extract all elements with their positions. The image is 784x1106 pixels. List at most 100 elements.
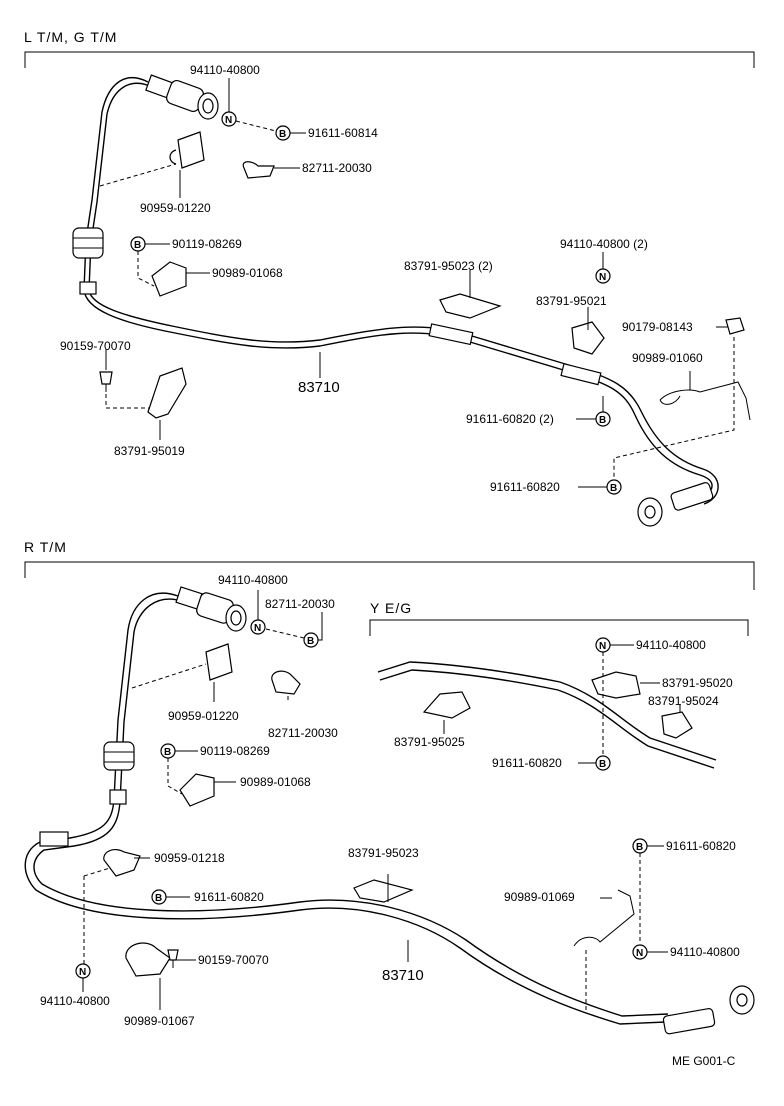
label-82711-20030-bottom-2: 82711-20030 [268, 726, 338, 740]
label-90989-01069-bottom: 90989-01069 [504, 890, 575, 904]
bracket-90989-01069-bottom [573, 889, 635, 947]
footer-code: ME G001-C [672, 1054, 736, 1068]
clamp-83791-95020-sub [591, 671, 641, 699]
label-83710-top: 83710 [298, 379, 340, 396]
svg-text:B: B [599, 415, 606, 426]
label-83791-95024-sub: 83791-95024 [648, 694, 719, 708]
clip-83791-95023-bottom [353, 879, 414, 903]
bracket-83791-95019-top [147, 367, 187, 419]
sleeve-top-right [560, 363, 602, 386]
label-90959-01218-bottom: 90959-01218 [154, 851, 225, 865]
label-82711-20030-top: 82711-20030 [302, 161, 372, 175]
leader-lines-bottom [82, 590, 668, 1010]
cable-connector-bottom-lower [662, 985, 755, 1035]
sleeve-top [79, 281, 97, 295]
label-90989-01060-top: 90989-01060 [632, 351, 703, 365]
section-bracket-top [24, 51, 755, 68]
svg-text:N: N [599, 641, 606, 652]
label-91611-60820-2-top: 91611-60820 (2) [466, 412, 554, 426]
cable-sub-edge [379, 669, 715, 769]
label-83791-95020-sub: 83791-95020 [662, 676, 733, 690]
bracket-90989-01060-top [659, 381, 751, 421]
svg-text:B: B [279, 129, 286, 140]
svg-text:N: N [599, 272, 606, 283]
svg-text:B: B [610, 483, 617, 494]
section-title-bottom: R T/M [24, 539, 67, 555]
svg-text:N: N [636, 948, 643, 959]
svg-text:N: N [79, 967, 86, 978]
label-94110-40800-bottom: 94110-40800 [218, 573, 288, 587]
marker-b-bottom-2: B [160, 743, 176, 759]
svg-text:B: B [164, 747, 171, 758]
marker-n-bottom-3: N [632, 944, 648, 960]
clamp-83791-95021-top [571, 321, 605, 355]
marker-b-sub-1: B [595, 755, 611, 771]
bracket-90989-01068-bottom [179, 773, 215, 807]
svg-text:N: N [254, 623, 261, 634]
sleeve-bottom-left [39, 831, 69, 847]
svg-text:B: B [155, 893, 162, 904]
label-94110-40800-sub: 94110-40800 [636, 638, 706, 652]
label-94110-40800-2-top: 94110-40800 (2) [560, 237, 648, 251]
leader-lines-sub [443, 644, 681, 764]
cable-bottom-edge [33, 598, 669, 1017]
marker-n-sub-1: N [595, 637, 611, 653]
label-94110-40800-bottom-2: 94110-40800 [40, 994, 110, 1008]
label-90179-08143-top: 90179-08143 [622, 320, 693, 334]
grommet-bottom [103, 741, 135, 771]
label-83791-95021-top: 83791-95021 [536, 294, 607, 308]
marker-b-top-3: B [595, 411, 611, 427]
label-90159-70070-top: 90159-70070 [60, 339, 131, 353]
cable-connector-bottom-upper [175, 586, 247, 632]
section-bracket-bottom [24, 561, 755, 590]
cable-sub [377, 661, 717, 761]
marker-b-top-4: B [606, 479, 622, 495]
marker-n-bottom-2: N [75, 963, 91, 979]
clamp-90959-01218-bottom [103, 848, 141, 877]
section-bracket-sub [369, 619, 749, 636]
section-title-top: L T/M, G T/M [24, 29, 117, 45]
clamp-90959-01220-top [169, 131, 205, 169]
label-91611-60820-bottom-1: 91611-60820 [194, 890, 264, 904]
screw-90159-70070-bottom [167, 949, 179, 968]
label-90959-01220-top: 90959-01220 [140, 201, 211, 215]
section-title-sub: Y E/G [370, 600, 412, 616]
clip-82711-20030-top [242, 161, 275, 179]
clip-83791-95023-top [439, 293, 502, 319]
label-83791-95023-bottom: 83791-95023 [348, 846, 419, 860]
label-91611-60820-sub: 91611-60820 [492, 756, 562, 770]
sleeve-bottom [109, 789, 127, 805]
label-90989-01068-bottom: 90989-01068 [240, 775, 311, 789]
svg-text:B: B [307, 636, 314, 647]
clamp-90989-01067-bottom [125, 942, 171, 977]
marker-b-top-2: B [130, 236, 146, 252]
svg-text:N: N [225, 115, 232, 126]
label-83710-bottom: 83710 [382, 967, 424, 984]
marker-b-bottom-3: B [151, 889, 167, 905]
label-90119-08269-top: 90119-08269 [172, 237, 242, 251]
marker-n-top-2: N [595, 268, 611, 284]
leader-lines-top [105, 78, 728, 488]
label-91611-60814-top: 91611-60814 [308, 126, 378, 140]
label-90989-01068-top: 90989-01068 [212, 266, 283, 280]
svg-text:B: B [134, 240, 141, 251]
label-90989-01067-bottom: 90989-01067 [124, 1014, 195, 1028]
label-94110-40800-top: 94110-40800 [190, 63, 260, 77]
clip-82711-20030-bottom [271, 670, 301, 695]
marker-b-top-1: B [275, 125, 291, 141]
label-90119-08269-bottom: 90119-08269 [200, 744, 270, 758]
svg-text:B: B [599, 759, 606, 770]
label-94110-40800-bottom-3: 94110-40800 [670, 945, 740, 959]
label-83791-95019-top: 83791-95019 [114, 444, 185, 458]
grommet-top [72, 227, 104, 259]
label-83791-95023-top: 83791-95023 (2) [404, 259, 493, 273]
bracket-90989-01068-top [151, 261, 187, 297]
dashed-links-top [99, 120, 735, 480]
label-90959-01220-bottom: 90959-01220 [168, 709, 239, 723]
marker-b-bottom-1: B [303, 632, 319, 648]
marker-n-top-1: N [221, 111, 237, 127]
clip-83791-95025-sub [422, 691, 471, 719]
label-82711-20030-bottom-1: 82711-20030 [265, 597, 335, 611]
screw-90159-70070-top [99, 371, 113, 392]
